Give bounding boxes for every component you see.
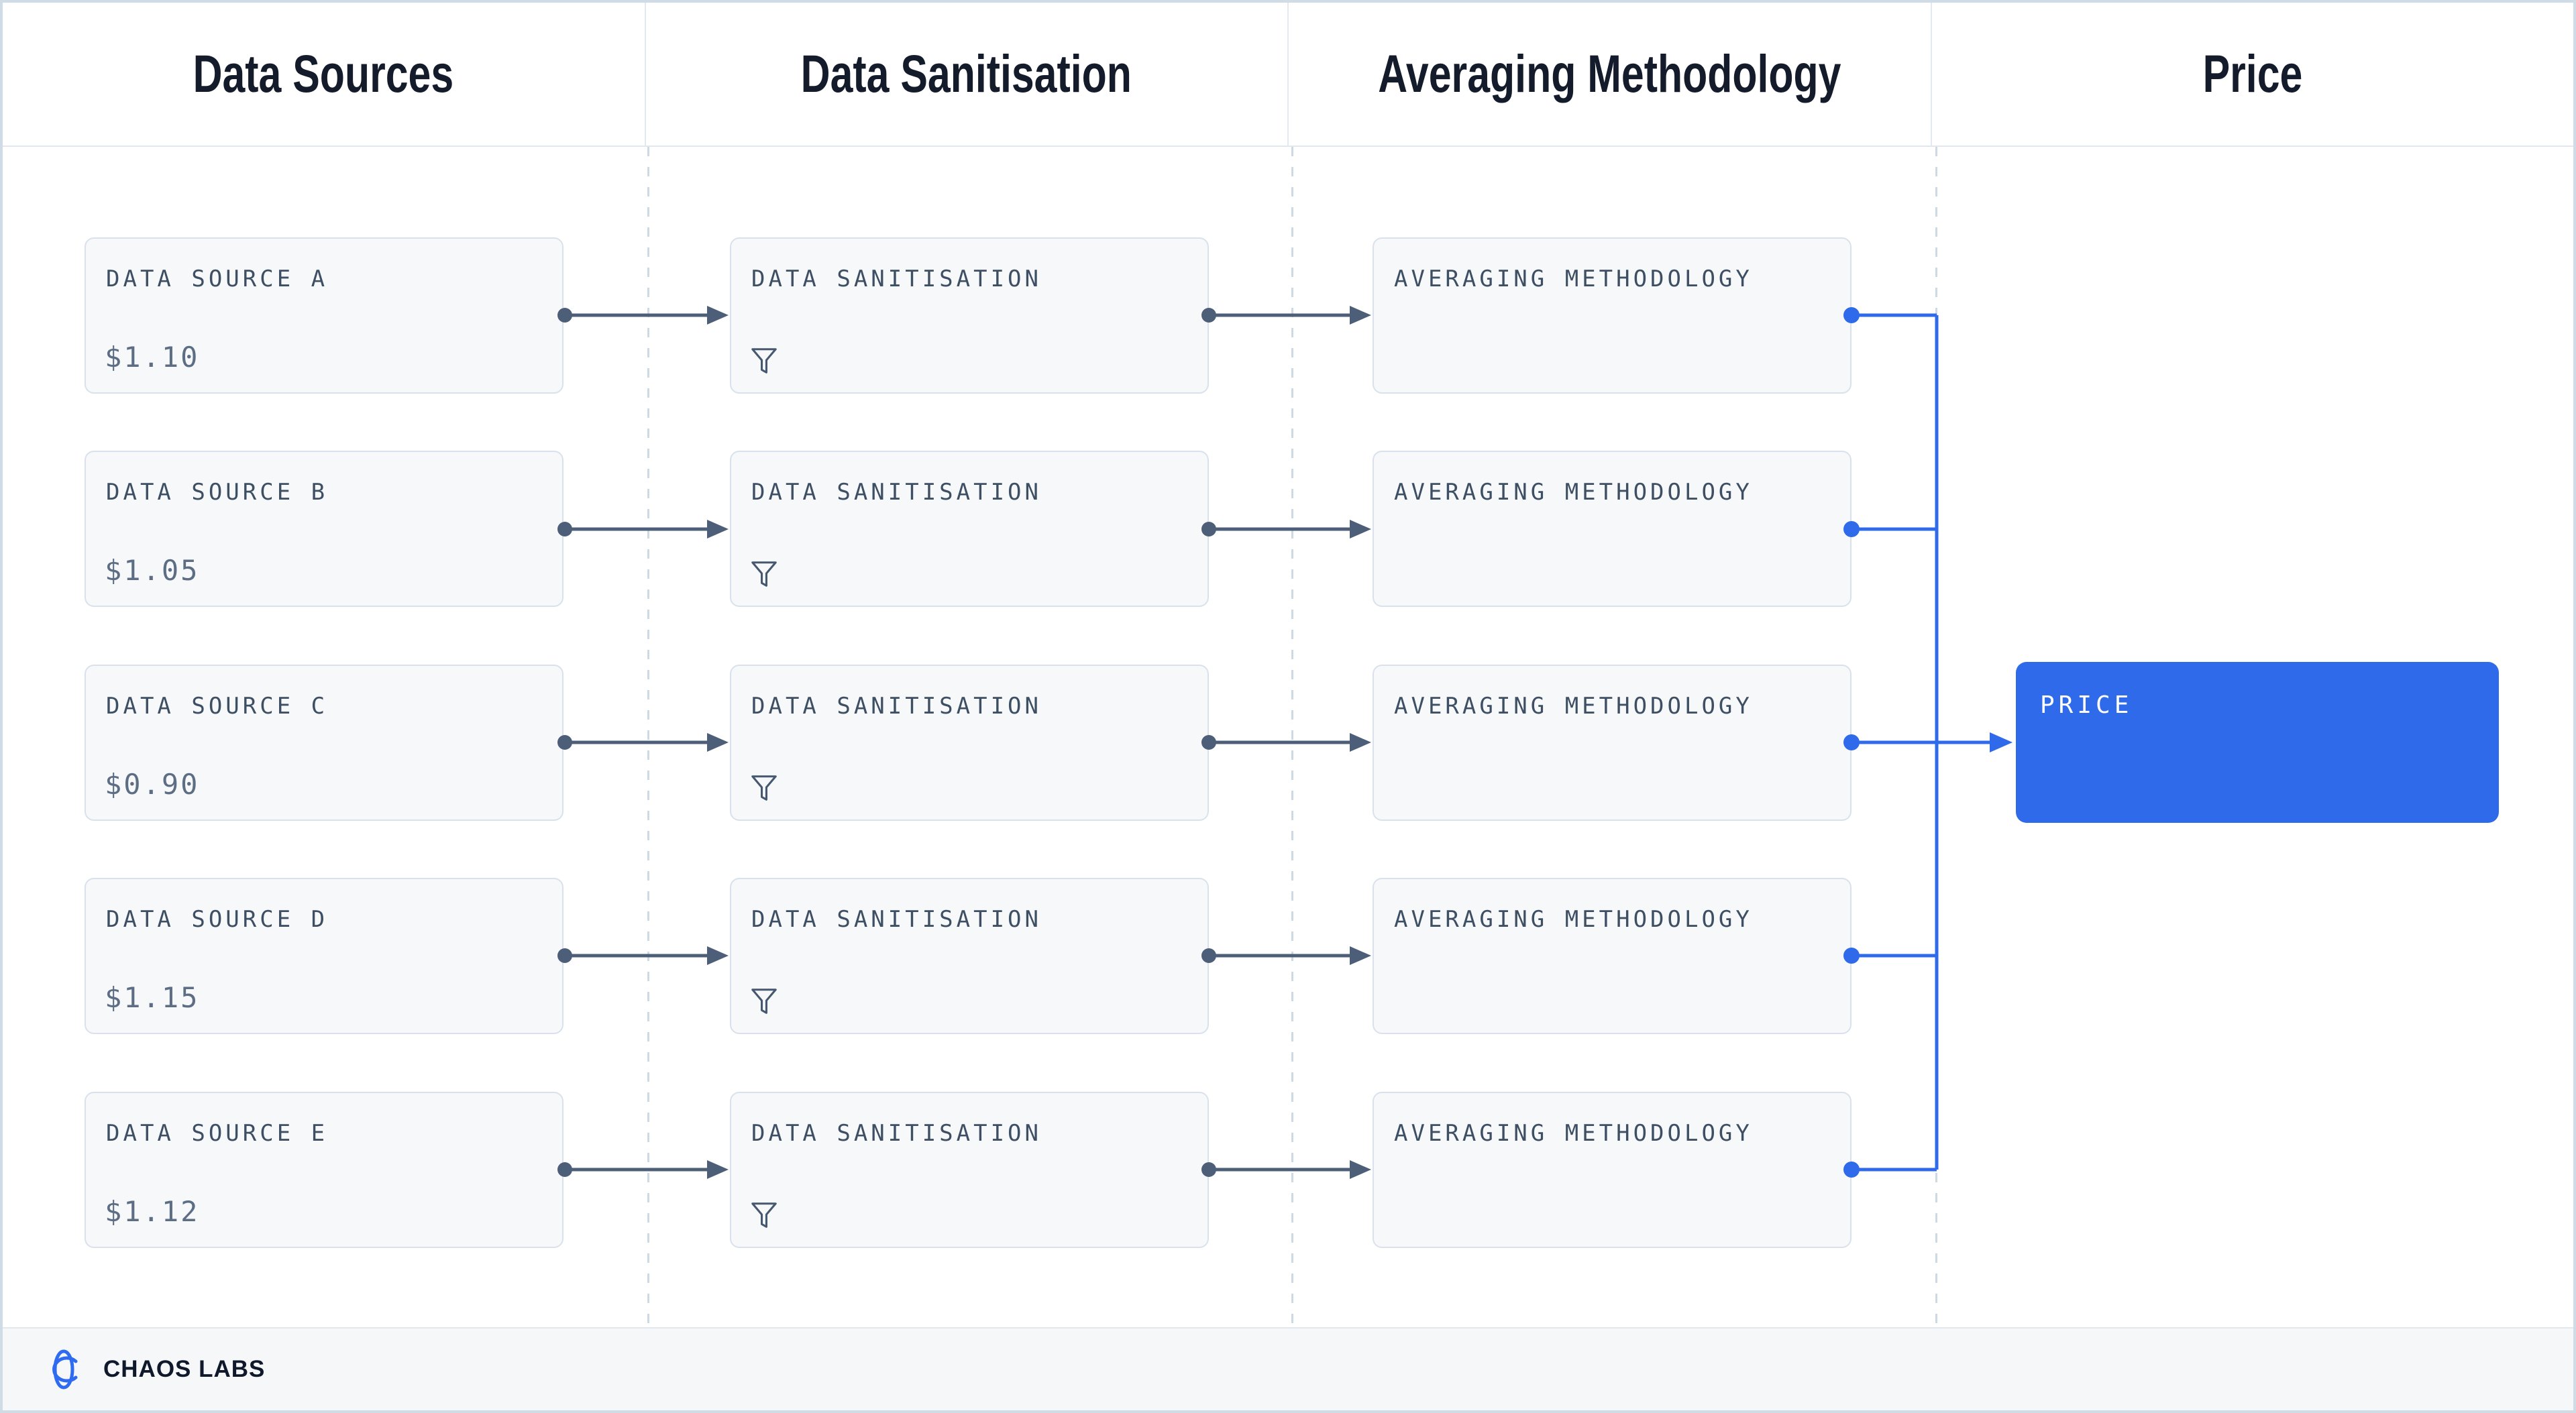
sanitisation-node: DATA SANITISATION — [730, 665, 1209, 821]
node-price-value: $1.05 — [105, 554, 200, 587]
sanitisation-to-averaging-arrows — [1201, 306, 1371, 1179]
node-title: DATA SOURCE B — [106, 479, 329, 506]
column-title: Data Sources — [193, 44, 454, 104]
node-price-value: $1.10 — [105, 341, 200, 374]
node-title: AVERAGING METHODOLOGY — [1394, 266, 1753, 292]
node-price-value: $1.12 — [105, 1195, 200, 1228]
column-title: Averaging Methodology — [1378, 44, 1841, 104]
averaging-node: AVERAGING METHODOLOGY — [1373, 237, 1851, 394]
data-source-node-d: DATA SOURCE D $1.15 — [85, 878, 564, 1034]
averaging-node: AVERAGING METHODOLOGY — [1373, 665, 1851, 821]
column-header-price: Price — [1932, 3, 2574, 146]
chaos-labs-logo-icon — [52, 1349, 78, 1390]
column-title: Data Sanitisation — [801, 44, 1132, 104]
data-source-node-b: DATA SOURCE B $1.05 — [85, 451, 564, 607]
data-source-node-e: DATA SOURCE E $1.12 — [85, 1092, 564, 1248]
column-header-row: Data Sources Data Sanitisation Averaging… — [3, 3, 2573, 147]
node-title: DATA SOURCE D — [106, 906, 329, 933]
funnel-icon — [751, 348, 777, 374]
averaging-node: AVERAGING METHODOLOGY — [1373, 451, 1851, 607]
node-title: DATA SANITISATION — [751, 479, 1042, 506]
averaging-node: AVERAGING METHODOLOGY — [1373, 1092, 1851, 1248]
source-to-sanitisation-arrows — [557, 306, 729, 1179]
footer-bar: CHAOS LABS — [3, 1327, 2573, 1410]
sanitisation-node: DATA SANITISATION — [730, 451, 1209, 607]
brand-name: CHAOS LABS — [103, 1356, 266, 1382]
sanitisation-node: DATA SANITISATION — [730, 1092, 1209, 1248]
column-title: Price — [2202, 44, 2303, 104]
column-header-data-sources: Data Sources — [3, 3, 646, 146]
averaging-node: AVERAGING METHODOLOGY — [1373, 878, 1851, 1034]
node-title: DATA SOURCE A — [106, 266, 329, 292]
node-price-value: $1.15 — [105, 981, 200, 1014]
node-title: DATA SANITISATION — [751, 906, 1042, 933]
node-title: DATA SANITISATION — [751, 266, 1042, 292]
node-title: PRICE — [2040, 691, 2133, 719]
averaging-to-price-blue-connectors — [1843, 307, 2012, 1178]
node-title: AVERAGING METHODOLOGY — [1394, 693, 1753, 720]
node-title: AVERAGING METHODOLOGY — [1394, 906, 1753, 933]
node-title: DATA SOURCE E — [106, 1120, 329, 1147]
column-divider-dashed — [1935, 147, 1937, 1326]
sanitisation-node: DATA SANITISATION — [730, 878, 1209, 1034]
node-title: AVERAGING METHODOLOGY — [1394, 1120, 1753, 1147]
funnel-icon — [751, 988, 777, 1014]
funnel-icon — [751, 561, 777, 587]
node-title: DATA SANITISATION — [751, 693, 1042, 720]
column-divider-dashed — [647, 147, 649, 1326]
column-header-averaging-methodology: Averaging Methodology — [1289, 3, 1932, 146]
column-divider-dashed — [1291, 147, 1293, 1326]
node-title: DATA SOURCE C — [106, 693, 329, 720]
node-price-value: $0.90 — [105, 768, 200, 801]
node-title: AVERAGING METHODOLOGY — [1394, 479, 1753, 506]
column-header-data-sanitisation: Data Sanitisation — [646, 3, 1289, 146]
node-title: DATA SANITISATION — [751, 1120, 1042, 1147]
funnel-icon — [751, 1202, 777, 1228]
sanitisation-node: DATA SANITISATION — [730, 237, 1209, 394]
data-source-node-c: DATA SOURCE C $0.90 — [85, 665, 564, 821]
price-node: PRICE — [2016, 662, 2499, 823]
data-source-node-a: DATA SOURCE A $1.10 — [85, 237, 564, 394]
funnel-icon — [751, 775, 777, 801]
